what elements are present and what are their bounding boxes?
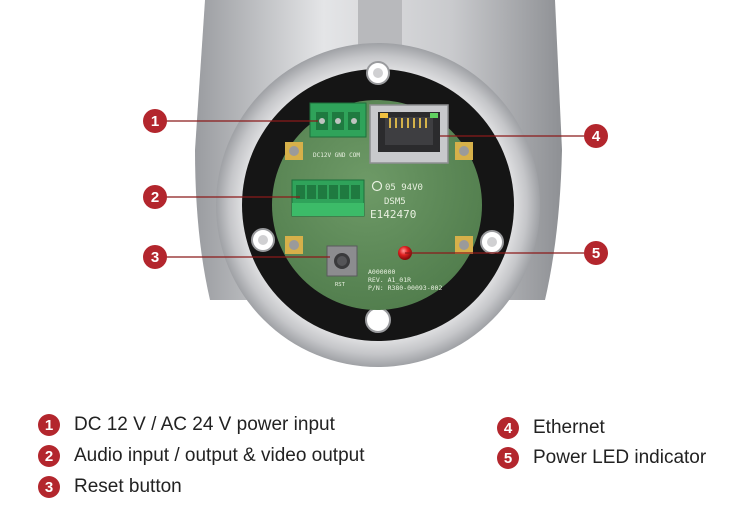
legend-badge-5: 5 (497, 447, 519, 469)
legend-badge-4: 4 (497, 417, 519, 439)
callout-badge-4: 4 (584, 124, 608, 148)
board-line3: E142470 (370, 208, 416, 221)
callout-badge-5: 5 (584, 241, 608, 265)
legend-label-2: Audio input / output & video output (74, 445, 365, 466)
hood-bracket (358, 0, 402, 45)
legend-item-5: 5 Power LED indicator (497, 447, 706, 469)
board-logo-code: 05 94V0 (385, 183, 423, 193)
legend-badge-2: 2 (38, 445, 60, 467)
power-terminal-block (309, 102, 367, 138)
mounting-pads (285, 142, 473, 254)
callout-badge-2: 2 (143, 185, 167, 209)
legend-label-5: Power LED indicator (533, 447, 707, 468)
ce-logo-icon (371, 180, 383, 192)
legend-item-2: 2 Audio input / output & video output (38, 445, 365, 467)
audio-video-terminal-block (291, 179, 365, 217)
callout-badge-3: 3 (143, 245, 167, 269)
screw-holes (251, 61, 504, 333)
svg-text:2: 2 (151, 189, 159, 206)
rev-block-1: A000000 (368, 268, 395, 276)
ethernet-port (369, 104, 449, 164)
board-line2: DSM5 (384, 197, 406, 207)
legend-badge-3: 3 (38, 476, 60, 498)
legend-label-1: DC 12 V / AC 24 V power input (74, 414, 335, 435)
rev-block-3: P/N: R380-00093-002 (368, 284, 442, 292)
legend-item-4: 4 Ethernet (497, 417, 605, 439)
reset-button (326, 245, 358, 277)
camera-back-diagram: DC12V GND COM 05 94V0 DSM5 E142470 A0000… (143, 0, 608, 367)
svg-text:5: 5 (592, 245, 600, 262)
svg-text:1: 1 (151, 113, 159, 130)
legend-item-3: 3 Reset button (38, 476, 182, 498)
legend-label-3: Reset button (74, 476, 182, 497)
legend-label-4: Ethernet (533, 417, 605, 438)
legend-badge-1: 1 (38, 414, 60, 436)
legend-item-1: 1 DC 12 V / AC 24 V power input (38, 414, 335, 436)
reset-label: RST (335, 282, 346, 288)
header-labels: DC12V GND COM (313, 152, 360, 159)
callout-badge-1: 1 (143, 109, 167, 133)
svg-text:3: 3 (151, 249, 159, 266)
rev-block-2: REV. A1_01R (368, 276, 411, 284)
svg-text:4: 4 (592, 128, 601, 145)
